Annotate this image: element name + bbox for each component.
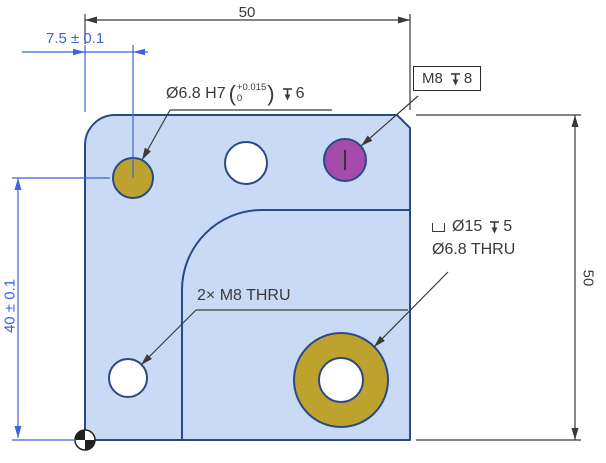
counterbore-depth: 5 (503, 218, 513, 235)
leader-arrow-tapped (361, 135, 373, 146)
step-contour-edge (181, 209, 410, 440)
dim-text-top-width: 50 (238, 4, 256, 21)
counterbore-dia: Ø15 (452, 218, 483, 235)
arrow-offset-x-left (73, 48, 85, 56)
dim-text-hole-offset-x: 7.5 ± 0.1 (46, 30, 105, 47)
arrow-offset-y-up (14, 178, 22, 190)
tolerance-lower: 0 (236, 93, 243, 104)
callout-counterbore: Ø15 5 Ø6.8 THRU (432, 218, 515, 259)
arrow-offset-y-down (14, 426, 22, 438)
origin-quadrant-tl (75, 430, 85, 440)
leader-tapped (360, 95, 419, 147)
origin-quadrant-br (85, 440, 95, 450)
arrow-top-right (398, 16, 410, 24)
hole-plain-bottom (108, 358, 148, 398)
depth-icon (489, 220, 500, 234)
counterbore-thru: Ø6.8 THRU (432, 241, 516, 258)
depth-icon (450, 72, 461, 86)
arrow-right-down (571, 428, 579, 440)
tapped-hole-box: M8 8 (413, 66, 482, 91)
hole-plain-top (224, 141, 268, 185)
leader-arrow-reamed (142, 147, 151, 160)
reamed-hole-dia: Ø6.8 H7 (166, 85, 226, 102)
tapped-hole-thread: M8 (422, 70, 443, 87)
callout-reamed-hole: Ø6.8 H7 +0.015 0 6 (166, 82, 305, 105)
callout-pattern-holes: 2× M8 THRU (197, 287, 291, 304)
callout-tapped-hole: M8 8 (413, 66, 482, 91)
tapped-hole-depth: 8 (463, 70, 473, 87)
leader-arrow-counterbore (374, 336, 385, 347)
tolerance-stack: +0.015 0 (229, 82, 275, 105)
hole-counterbore-inner (318, 357, 364, 403)
arrow-offset-x-right (133, 48, 145, 56)
dim-text-right-height: 50 (579, 269, 597, 287)
leader-counterbore (373, 271, 449, 348)
leader-arrow-pattern (141, 354, 152, 365)
tolerance-upper: +0.015 (236, 82, 267, 94)
arrow-top-left (85, 16, 97, 24)
counterbore-row: Ø15 5 (432, 218, 515, 236)
leader-pattern (140, 309, 197, 366)
arrow-right-up (571, 115, 579, 127)
depth-icon (282, 87, 293, 101)
counterbore-icon (432, 222, 445, 232)
dim-text-hole-offset-y: 40 ± 0.1 (1, 278, 19, 334)
reamed-hole-depth: 6 (295, 85, 305, 102)
